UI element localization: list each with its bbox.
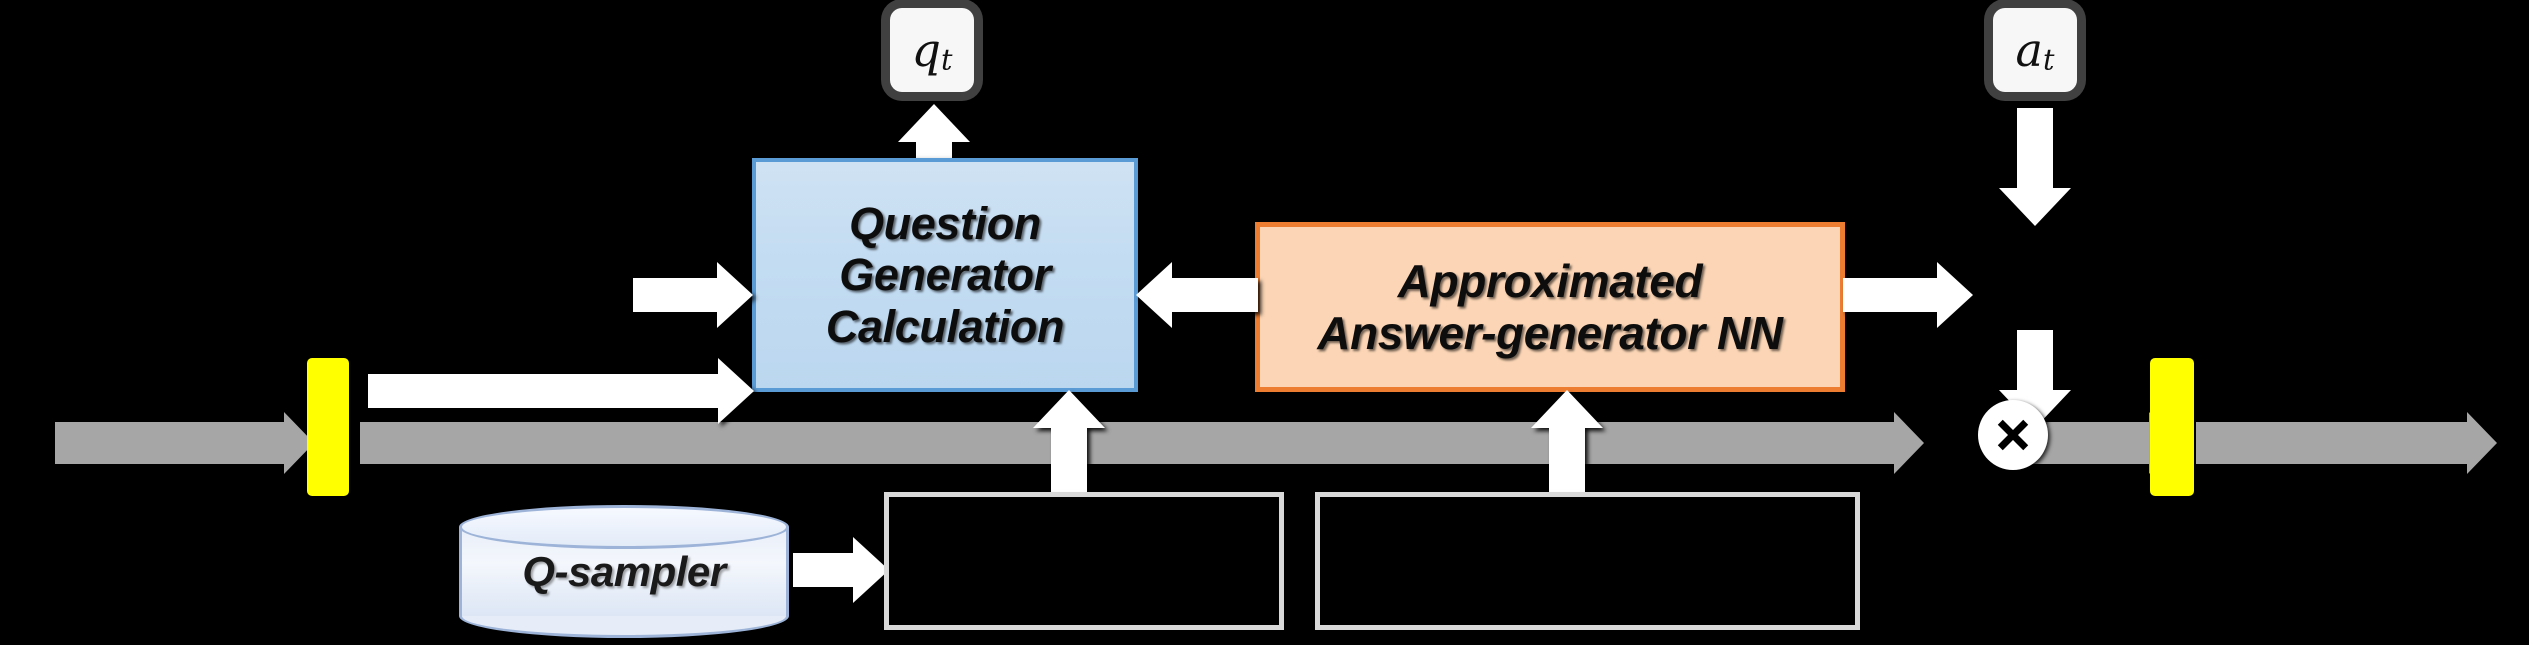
agen-line-2: Answer-generator NN — [1317, 307, 1783, 359]
arrow-timeline-to-qgen — [368, 358, 756, 424]
arrow-empty-right-to-agen — [1531, 390, 1603, 506]
timeline-segment-4 — [2196, 422, 2468, 464]
answer-generator-box[interactable]: Approximated Answer-generator NN — [1255, 222, 1845, 392]
q-token-label: qt — [911, 23, 953, 77]
qgen-line-2: Generator — [839, 249, 1051, 301]
qgen-line-1: Question — [849, 198, 1041, 250]
arrow-input-to-qgen-upper — [633, 262, 755, 328]
arrow-empty-left-to-qgen — [1033, 390, 1105, 506]
q-sampler-cylinder[interactable]: Q-sampler — [459, 505, 789, 638]
agen-line-1: Approximated — [1397, 254, 1703, 307]
q-sampler-label: Q-sampler — [522, 547, 726, 595]
arrow-qgen-to-q-token — [898, 104, 970, 162]
arrow-a-token-down — [1999, 108, 2071, 226]
multiply-operator[interactable] — [1978, 400, 2048, 470]
timeline-segment-2 — [360, 422, 1895, 464]
cylinder-top — [459, 505, 789, 549]
timeline-arrowhead-2 — [1894, 412, 1924, 474]
empty-box-right[interactable] — [1315, 492, 1860, 630]
q-token-box[interactable]: qt — [890, 8, 974, 92]
arrow-agen-to-multiply — [1843, 262, 1975, 328]
timeline-marker-left[interactable] — [307, 358, 349, 496]
question-generator-box[interactable]: Question Generator Calculation — [752, 158, 1138, 392]
arrow-agen-to-qgen — [1136, 262, 1258, 328]
a-token-box[interactable]: at — [1993, 8, 2077, 92]
empty-box-left[interactable] — [884, 492, 1284, 630]
timeline-marker-right[interactable] — [2150, 358, 2194, 496]
a-token-label: at — [2015, 23, 2055, 77]
arrow-qsampler-to-empty-left — [793, 537, 891, 603]
timeline-arrowhead-4 — [2467, 412, 2497, 474]
qgen-line-3: Calculation — [825, 300, 1065, 352]
timeline-segment-1 — [55, 422, 285, 464]
